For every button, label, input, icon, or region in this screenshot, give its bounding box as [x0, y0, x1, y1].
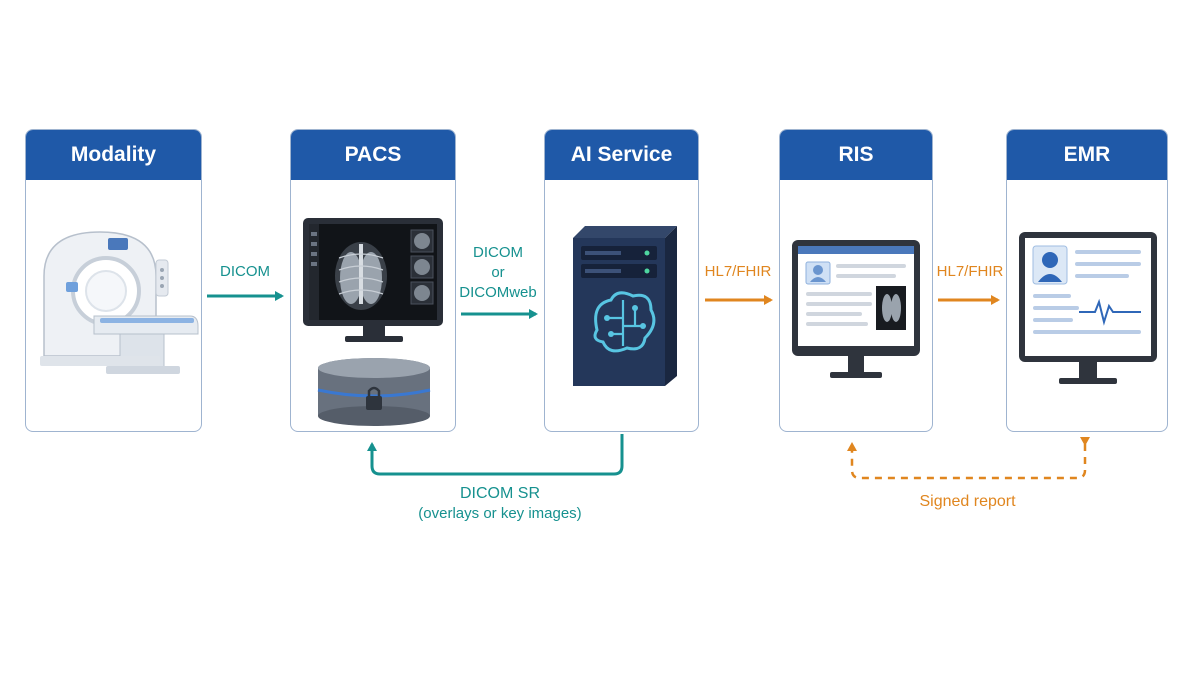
- label-signed-report: Signed report: [919, 493, 1016, 510]
- ai-server-icon: [573, 226, 677, 386]
- pacs-card: PACS: [290, 129, 456, 432]
- arrow-emr-ris-signed-report: [847, 437, 1090, 480]
- pacs-title: PACS: [291, 130, 455, 180]
- ai-service-card: AI Service: [544, 129, 699, 432]
- label-dicom-sr: DICOM SR: [460, 485, 540, 502]
- pacs-viewer-icon: [303, 218, 443, 426]
- label-pacs-to-ai-line2: or: [491, 264, 505, 281]
- emr-monitor-icon: [1019, 232, 1157, 384]
- label-modality-to-pacs: DICOM: [220, 263, 270, 280]
- ai-service-title: AI Service: [545, 130, 698, 180]
- ris-monitor-icon: [792, 240, 920, 378]
- ct-scanner-icon: [40, 231, 199, 374]
- label-ris-to-emr: HL7/FHIR: [936, 263, 1004, 280]
- emr-card: EMR: [1006, 129, 1168, 432]
- ris-card: RIS: [779, 129, 933, 432]
- modality-title: Modality: [26, 130, 201, 180]
- ris-title: RIS: [780, 130, 932, 180]
- label-pacs-to-ai: DICOM or DICOMweb: [458, 243, 538, 303]
- label-ai-to-pacs-feedback: DICOM SR (overlays or key images): [390, 484, 610, 524]
- label-pacs-to-ai-line1: DICOM: [473, 244, 523, 261]
- label-ai-to-ris: HL7/FHIR: [704, 263, 772, 280]
- arrow-ai-to-pacs-feedback: [367, 434, 624, 476]
- emr-title: EMR: [1007, 130, 1167, 180]
- label-dicom-sr-detail: (overlays or key images): [418, 505, 582, 522]
- modality-card: Modality: [25, 129, 202, 432]
- label-pacs-to-ai-line3: DICOMweb: [459, 284, 537, 301]
